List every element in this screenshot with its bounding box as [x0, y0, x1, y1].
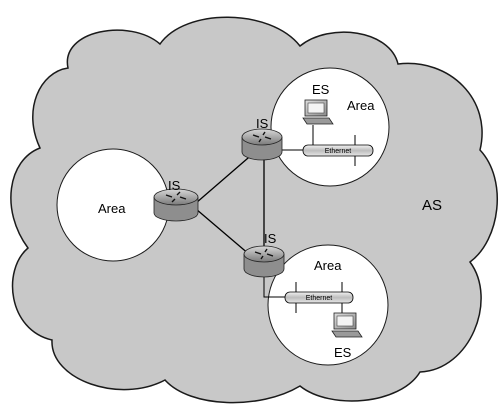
area-label-left: Area	[98, 201, 126, 216]
ethernet-segment-top: Ethernet	[280, 125, 374, 166]
router-label-left: IS	[168, 178, 181, 193]
ethernet-bar-top	[302, 144, 374, 157]
router-label-top: IS	[256, 116, 269, 131]
ethernet-label-bottom: Ethernet	[306, 295, 333, 302]
router-left	[153, 188, 199, 222]
ethernet-segment-bottom: Ethernet	[263, 274, 354, 318]
as-label: AS	[422, 197, 442, 214]
es-label-bottom: ES	[334, 345, 352, 360]
area-circle-top-right	[270, 67, 390, 187]
ethernet-label-top: Ethernet	[325, 148, 352, 155]
area-label-bottom-right: Area	[314, 258, 342, 273]
link-left-bottom	[195, 208, 251, 256]
router-bottom	[243, 245, 285, 278]
workstation-bottom	[331, 312, 363, 338]
workstation-top	[302, 99, 334, 125]
ethernet-bar-bottom	[284, 291, 354, 304]
area-label-top-right: Area	[347, 98, 375, 113]
router-label-bottom: IS	[264, 231, 277, 246]
router-top	[241, 128, 283, 161]
router-bottom-downlink	[263, 274, 288, 298]
es-label-top: ES	[312, 82, 330, 97]
